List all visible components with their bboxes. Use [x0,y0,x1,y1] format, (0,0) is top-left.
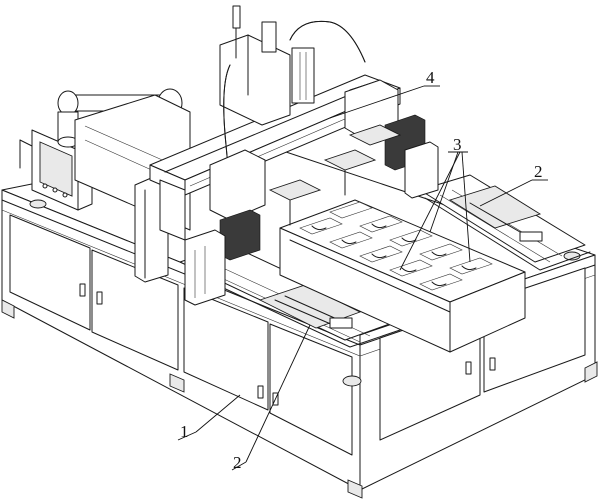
conveyor-rail-right [419,174,591,271]
callout-label-2-right: 2 [534,162,543,181]
callout-label-2-front: 2 [233,453,242,472]
callout-label-1: 1 [180,422,189,441]
leader-lines [177,85,548,471]
mid-stations [268,124,402,226]
vertical-module [219,5,315,126]
pick-heads [184,79,439,306]
callout-label-3: 3 [453,135,462,154]
control-panel [19,129,93,211]
fixture-tray [279,199,526,353]
callout-label-4: 4 [426,68,435,87]
